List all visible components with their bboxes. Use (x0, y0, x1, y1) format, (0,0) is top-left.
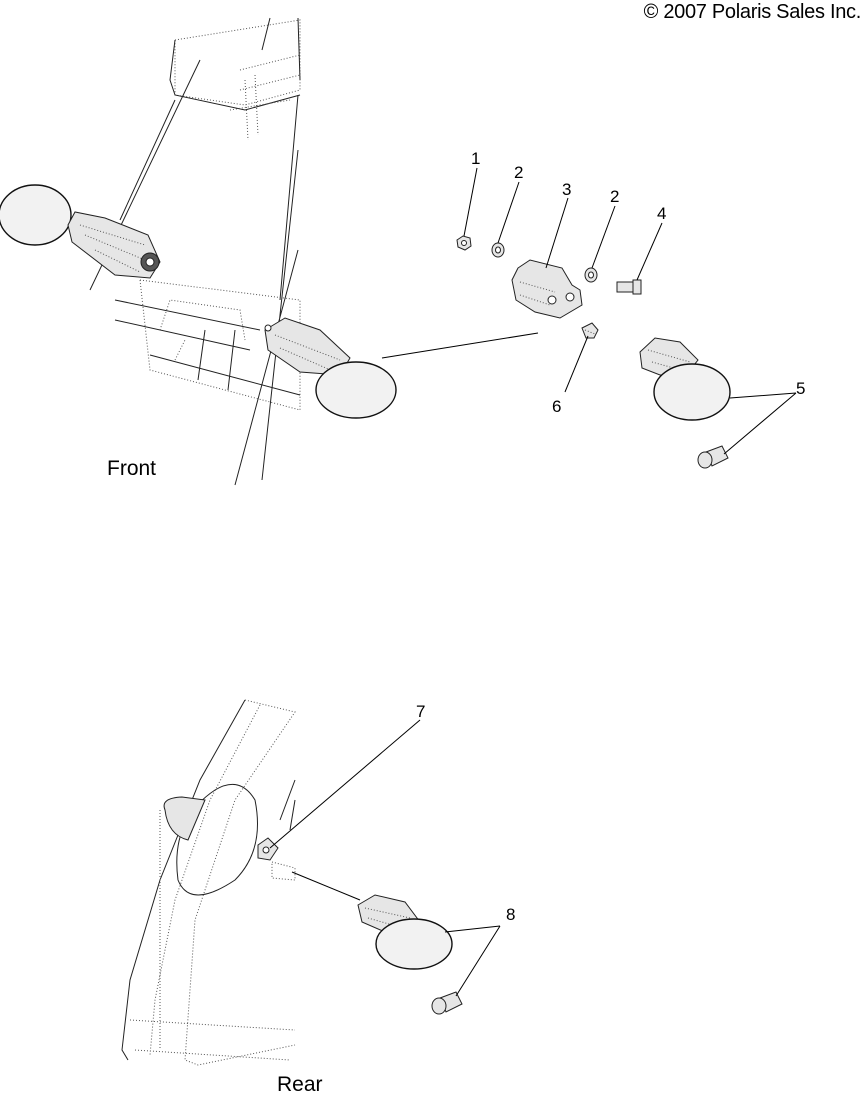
part-2-washer-right (584, 267, 598, 283)
copyright-notice: © 2007 Polaris Sales Inc. (643, 1, 861, 23)
leader-5 (723, 392, 797, 455)
rear-view-label: Rear (277, 1073, 323, 1096)
front-right-turn-signal (264, 317, 397, 419)
leader-4 (636, 222, 663, 281)
leader-6 (564, 335, 589, 393)
leader-7 (269, 719, 421, 849)
leader-2b (591, 205, 616, 269)
rear-left-turn-signal (163, 796, 279, 861)
callout-8: 8 (506, 905, 516, 924)
callout-1: 1 (471, 149, 481, 168)
leader-3 (545, 197, 569, 269)
callout-4: 4 (657, 204, 667, 223)
callout-5: 5 (796, 379, 806, 398)
part-3-mount-bracket (511, 259, 583, 319)
front-nacelle-outline (89, 17, 301, 486)
callout-2-washer-left: 2 (514, 163, 524, 182)
part-8-turn-signal-assembly (357, 894, 453, 970)
part-2-washer-left (491, 242, 505, 258)
rear-fender-outline (121, 699, 296, 1066)
front-left-turn-signal (0, 184, 161, 279)
part-8-bulb (431, 991, 463, 1015)
part-6-screw (581, 322, 599, 339)
leader-2a (497, 181, 520, 244)
part-4-bolt (616, 279, 642, 295)
part-1-nut (456, 235, 472, 251)
part-5-turn-signal-assembly (639, 337, 731, 421)
callout-3: 3 (562, 180, 572, 199)
leader-1 (463, 167, 478, 237)
callout-2-washer-right: 2 (610, 187, 620, 206)
rear-mount-bracket (271, 861, 296, 881)
leader-8 (444, 925, 501, 997)
front-view-label: Front (107, 457, 157, 480)
callout-7: 7 (416, 702, 426, 721)
rear-assembly-leader-line (291, 871, 361, 901)
callout-6: 6 (552, 397, 562, 416)
assembly-leader-line (381, 332, 539, 359)
part-5-bulb (697, 445, 729, 469)
